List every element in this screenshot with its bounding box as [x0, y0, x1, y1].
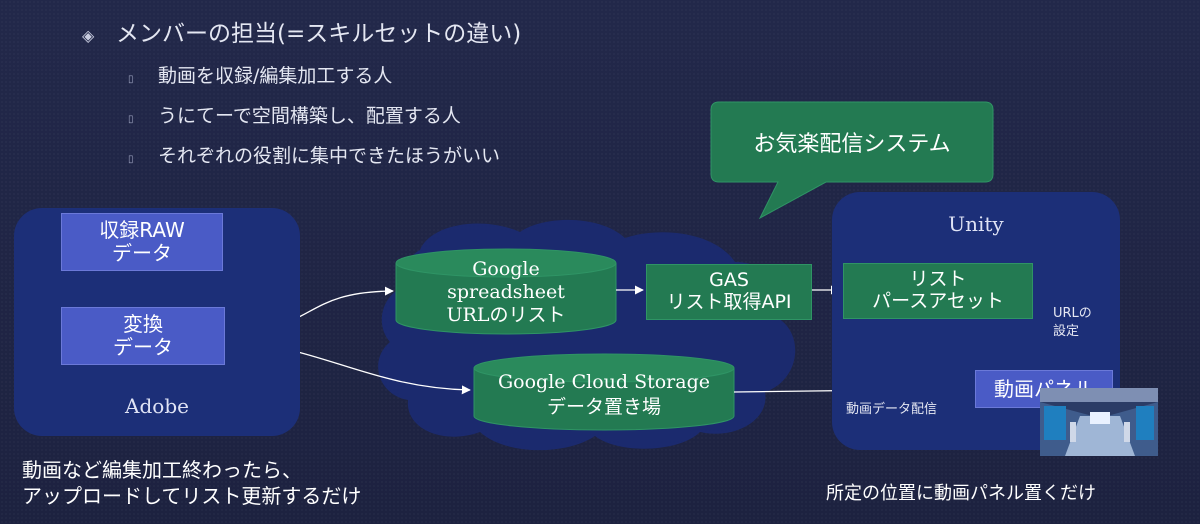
- sub-bullet-text: 動画を収録/編集加工する人: [158, 65, 393, 87]
- raw-data-box: 収録RAW データ: [61, 213, 223, 271]
- storage-label: Google Cloud Storage データ置き場: [474, 370, 734, 419]
- gas-line2: リスト取得API: [666, 291, 792, 313]
- storage-line2: データ置き場: [546, 395, 661, 418]
- bottom-left-line1: 動画など編集加工終わったら、: [22, 458, 302, 482]
- spreadsheet-cylinder: [395, 248, 617, 335]
- storage-cylinder: [473, 353, 735, 431]
- diamond-bullet-icon: ◈: [82, 26, 95, 45]
- converted-data-box: 変換 データ: [61, 307, 225, 365]
- spreadsheet-line1: Google: [472, 258, 540, 280]
- box-bullet-icon: ▯: [128, 74, 134, 85]
- adobe-title: Adobe: [125, 394, 189, 418]
- box-bullet-icon: ▯: [128, 154, 134, 165]
- bottom-left-note: 動画など編集加工終わったら、 アップロードしてリスト更新するだけ: [22, 458, 361, 509]
- callout-shape: [710, 101, 994, 220]
- sub-bullet-3: ▯ それぞれの役割に集中できたほうがいい: [128, 141, 500, 168]
- video-delivery-label: 動画データ配信: [846, 402, 938, 417]
- converted-data-line1: 変換: [123, 312, 163, 336]
- bottom-left-line2: アップロードしてリスト更新するだけ: [22, 483, 362, 508]
- bottom-right-note: 所定の位置に動画パネル置くだけ: [826, 483, 1096, 504]
- spreadsheet-line2: spreadsheet: [447, 281, 565, 304]
- url-setting-line1: URLの: [1053, 306, 1092, 321]
- main-bullet: ◈ メンバーの担当(=スキルセットの違い): [82, 14, 521, 48]
- raw-data-line1: 収録RAW: [99, 218, 185, 242]
- sub-bullet-1: ▯ 動画を収録/編集加工する人: [128, 61, 392, 88]
- parse-asset-line1: リスト: [909, 268, 967, 291]
- box-bullet-icon: ▯: [128, 114, 134, 125]
- url-setting-label: URLの 設定: [1053, 305, 1092, 340]
- sub-bullet-text: うにてーで空間構築し、配置する人: [158, 105, 461, 127]
- sub-bullet-text: それぞれの役割に集中できたほうがいい: [158, 145, 501, 167]
- gas-line1: GAS: [709, 269, 749, 292]
- gas-box: GAS リスト取得API: [646, 264, 812, 320]
- main-bullet-text: メンバーの担当(=スキルセットの違い): [116, 21, 522, 47]
- raw-data-line2: データ: [112, 241, 172, 265]
- parse-asset-line2: パースアセット: [872, 290, 1004, 312]
- spreadsheet-label: Google spreadsheet URLのリスト: [396, 258, 616, 328]
- video-thumbnail-image: [1040, 388, 1158, 456]
- spreadsheet-line3: URLのリスト: [446, 304, 566, 327]
- converted-data-line2: データ: [113, 335, 173, 359]
- storage-line1: Google Cloud Storage: [498, 371, 710, 393]
- sub-bullet-2: ▯ うにてーで空間構築し、配置する人: [128, 101, 461, 128]
- unity-title: Unity: [948, 212, 1004, 236]
- url-setting-line2: 設定: [1053, 323, 1080, 339]
- callout-text: お気楽配信システム: [753, 132, 951, 157]
- parse-asset-box: リスト パースアセット: [843, 263, 1033, 319]
